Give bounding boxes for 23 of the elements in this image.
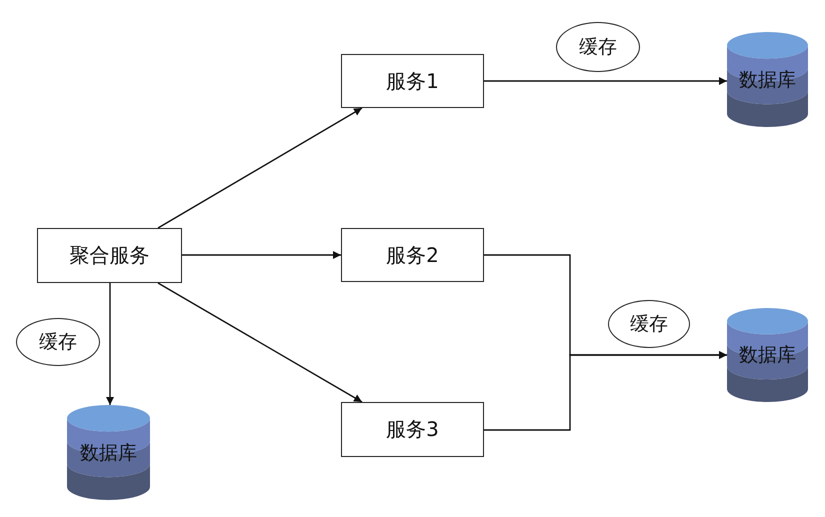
node-label: 缓存 (39, 330, 77, 355)
arrow (484, 351, 727, 431)
arrow (484, 77, 727, 85)
node-label: 数据库 (739, 68, 796, 92)
node-label: 聚合服务 (70, 242, 150, 269)
node-label: 服务3 (386, 416, 439, 443)
node-label: 服务2 (386, 242, 439, 268)
process-box (341, 54, 484, 108)
node-label: 缓存 (630, 312, 668, 337)
process-box (341, 402, 484, 457)
database-cylinder (67, 405, 150, 500)
node-label: 服务1 (386, 68, 439, 94)
database-cylinder (727, 32, 808, 127)
arrow (158, 107, 362, 229)
node-label: 数据库 (739, 343, 796, 368)
process-box (341, 228, 484, 282)
process-box (37, 228, 182, 283)
database-cylinder (727, 308, 808, 402)
node-label: 缓存 (579, 35, 617, 60)
node-label: 数据库 (80, 440, 137, 466)
arrow (106, 283, 114, 405)
arrow (158, 282, 362, 403)
arrow (182, 251, 341, 259)
